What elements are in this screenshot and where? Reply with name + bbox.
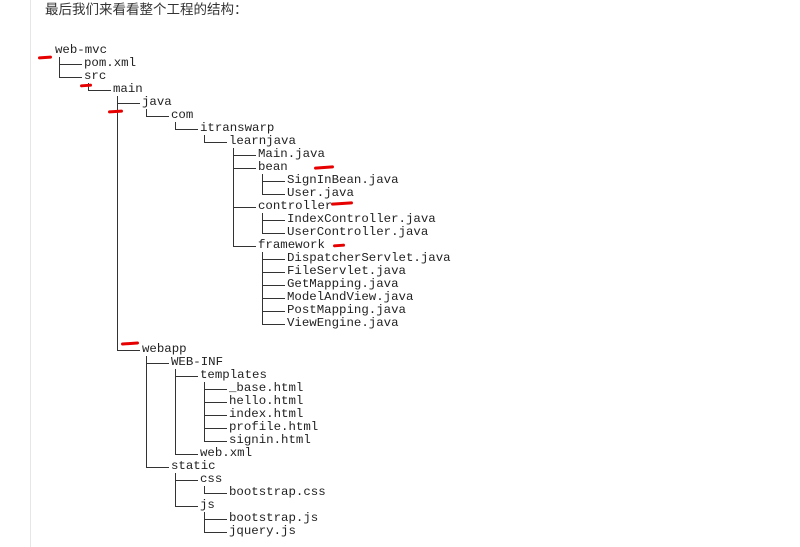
- tree-node: com: [171, 108, 194, 122]
- tree-branch: [59, 76, 82, 78]
- tree-branch: [233, 245, 256, 247]
- content-left-border: [30, 0, 31, 547]
- tree-branch: [204, 401, 227, 403]
- tree-node: src: [84, 69, 107, 83]
- tree-node: js: [200, 498, 215, 512]
- tree-node: css: [200, 472, 223, 486]
- tree-node: ModelAndView.java: [287, 290, 414, 304]
- tree-branch: [146, 115, 169, 117]
- tree-branch: [262, 258, 285, 260]
- tree-node: web.xml: [200, 446, 253, 460]
- tree-node: web-mvc: [55, 43, 108, 57]
- tree-node: jquery.js: [229, 524, 296, 538]
- tree-rail: [204, 512, 205, 533]
- tree-branch: [204, 440, 227, 442]
- tree-node: FileServlet.java: [287, 264, 406, 278]
- tree-node: bootstrap.css: [229, 485, 326, 499]
- tree-node: _base.html: [229, 381, 304, 395]
- tree-branch: [262, 180, 285, 182]
- highlight-mark: [120, 341, 140, 346]
- tree-node: learnjava: [229, 134, 296, 148]
- tree-rail: [59, 57, 60, 78]
- tree-branch: [262, 219, 285, 221]
- tree-branch: [262, 193, 285, 195]
- tree-branch: [262, 232, 285, 234]
- tree-rail: [175, 122, 176, 130]
- tree-branch: [146, 362, 169, 364]
- tree-node: profile.html: [229, 420, 319, 434]
- tree-branch: [262, 271, 285, 273]
- tree-node: controller: [258, 199, 333, 213]
- tree-rail: [204, 135, 205, 143]
- tree-branch: [262, 284, 285, 286]
- tree-node: signin.html: [229, 433, 311, 447]
- tree-node: hello.html: [229, 394, 304, 408]
- tree-branch: [204, 141, 227, 143]
- tree-node: pom.xml: [84, 56, 137, 70]
- tree-node: UserController.java: [287, 225, 429, 239]
- tree-node: static: [171, 459, 216, 473]
- tree-rail: [117, 96, 118, 351]
- tree-branch: [59, 63, 82, 65]
- tree-node: index.html: [229, 407, 304, 421]
- highlight-mark: [330, 201, 354, 206]
- tree-branch: [204, 492, 227, 494]
- tree-branch: [117, 102, 140, 104]
- tree-branch: [146, 466, 169, 468]
- tree-branch: [233, 206, 256, 208]
- tree-node: java: [142, 95, 172, 109]
- tree-node: itranswarp: [200, 121, 275, 135]
- tree-node: DispatcherServlet.java: [287, 251, 451, 265]
- tree-branch: [233, 154, 256, 156]
- tree-branch: [233, 167, 256, 169]
- tree-branch: [175, 453, 198, 455]
- tree-branch: [175, 479, 198, 481]
- tree-node: User.java: [287, 186, 354, 200]
- tree-branch: [204, 427, 227, 429]
- tree-rail: [204, 486, 205, 494]
- tree-rail: [146, 356, 147, 468]
- tree-branch: [262, 297, 285, 299]
- tree-node: webapp: [142, 342, 187, 356]
- tree-rail: [262, 174, 263, 195]
- tree-node: IndexController.java: [287, 212, 436, 226]
- tree-rail: [175, 473, 176, 507]
- tree-branch: [204, 388, 227, 390]
- tree-node: framework: [258, 238, 325, 252]
- tree-branch: [175, 375, 198, 377]
- tree-rail: [204, 382, 205, 442]
- tree-branch: [204, 531, 227, 533]
- tree-node: templates: [200, 368, 267, 382]
- tree-branch: [262, 323, 285, 325]
- tree-branch: [175, 128, 198, 130]
- intro-text: 最后我们来看看整个工程的结构：: [45, 2, 248, 18]
- tree-node: SignInBean.java: [287, 173, 399, 187]
- highlight-mark: [332, 243, 346, 248]
- tree-node: PostMapping.java: [287, 303, 406, 317]
- tree-branch: [88, 89, 111, 91]
- tree-node: WEB-INF: [171, 355, 224, 369]
- tree-node: bean: [258, 160, 288, 174]
- tree-node: main: [113, 82, 143, 96]
- tree-node: bootstrap.js: [229, 511, 319, 525]
- tree-node: ViewEngine.java: [287, 316, 399, 330]
- tree-rail: [146, 109, 147, 117]
- tree-rail: [262, 213, 263, 234]
- tree-rail: [262, 252, 263, 325]
- tree-rail: [233, 148, 234, 247]
- tree-node: GetMapping.java: [287, 277, 399, 291]
- tree-branch: [204, 414, 227, 416]
- tree-rail: [175, 369, 176, 455]
- tree-branch: [117, 349, 140, 351]
- highlight-mark: [79, 83, 93, 88]
- tree-node: Main.java: [258, 147, 325, 161]
- highlight-mark: [107, 109, 124, 114]
- tree-branch: [262, 310, 285, 312]
- highlight-mark: [37, 55, 53, 60]
- tree-branch: [175, 505, 198, 507]
- highlight-mark: [313, 165, 335, 170]
- tree-branch: [204, 518, 227, 520]
